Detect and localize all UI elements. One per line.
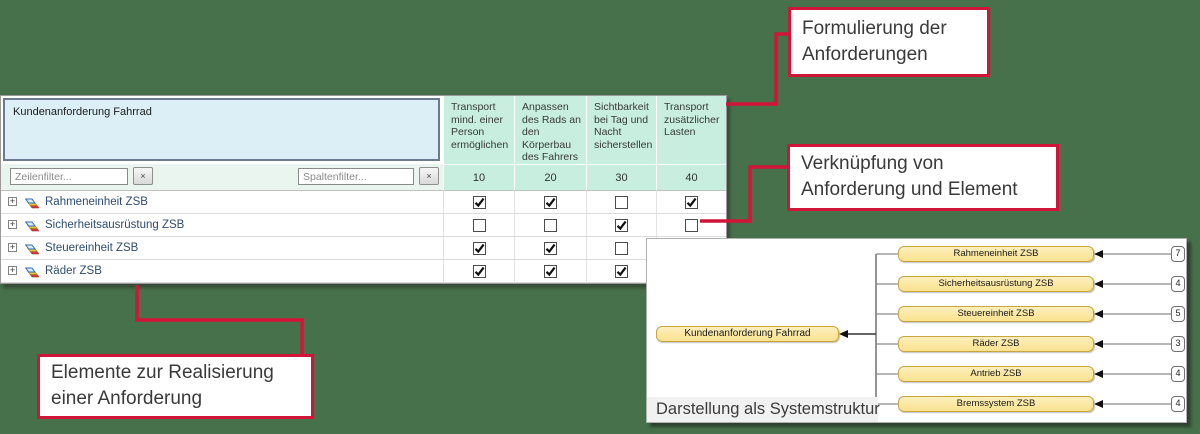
matrix-cell [586, 237, 656, 259]
arrowhead-icon [1094, 310, 1103, 318]
matrix-cell [656, 214, 726, 236]
requirement-checkbox[interactable] [472, 241, 486, 255]
structure-element-node[interactable]: Bremssystem ZSB [898, 396, 1094, 412]
requirement-checkbox[interactable] [685, 218, 698, 232]
arrowhead-icon [1094, 400, 1103, 408]
assembly-icon [24, 196, 40, 209]
arrowhead-icon [1094, 340, 1103, 348]
matrix-cell [586, 214, 656, 236]
assembly-icon [24, 242, 40, 255]
assembly-icon [24, 219, 40, 232]
matrix-cell [443, 260, 514, 282]
requirements-matrix-panel: Kundenanforderung Fahrrad Transport mind… [0, 95, 727, 284]
matrix-cell [656, 191, 726, 213]
element-count-badge: 3 [1171, 336, 1185, 352]
arrowhead-icon [839, 330, 848, 338]
structure-root-node[interactable]: Kundenanforderung Fahrrad [656, 326, 839, 342]
structure-element-node[interactable]: Sicherheitsausrüstung ZSB [898, 276, 1094, 292]
structure-element-node[interactable]: Räder ZSB [898, 336, 1094, 352]
structure-links [839, 250, 1171, 408]
expand-icon[interactable]: + [8, 219, 17, 229]
connector-formulierung [726, 32, 788, 106]
matrix-row-label: Steuereinheit ZSB [45, 242, 139, 254]
column-header: Transport mind. einer Person ermöglichen [443, 96, 514, 164]
matrix-cell [514, 214, 586, 236]
callout-line: Anforderung und Element [801, 179, 1018, 200]
matrix-row-label: Rahmeneinheit ZSB [45, 196, 148, 208]
matrix-row: + Steuereinheit ZSB [1, 237, 726, 260]
callout-verknuepfung: Verknüpfung von Anforderung und Element [787, 144, 1059, 211]
row-filter-clear-button[interactable]: × [133, 167, 153, 185]
requirement-checkbox[interactable] [615, 264, 628, 278]
requirement-checkbox[interactable] [472, 264, 486, 278]
assembly-icon [24, 265, 40, 278]
arrowhead-icon [1094, 370, 1103, 378]
row-filter-input[interactable] [10, 168, 128, 185]
expand-icon[interactable]: + [8, 242, 17, 252]
column-weight: 30 [586, 164, 656, 191]
element-count-badge: 4 [1171, 276, 1185, 292]
requirement-checkbox[interactable] [615, 241, 628, 255]
matrix-cell [443, 237, 514, 259]
arrowhead-icon [1094, 280, 1103, 288]
requirement-checkbox[interactable] [472, 218, 486, 232]
structure-caption: Darstellung als Systemstruktur [647, 397, 880, 422]
column-header: Sichtbarkeit bei Tag und Nacht sicherste… [586, 96, 656, 164]
matrix-row-label: Sicherheitsausrüstung ZSB [45, 219, 185, 231]
matrix-row: + Rahmeneinheit ZSB [1, 191, 726, 214]
column-weight: 40 [656, 164, 726, 191]
requirement-checkbox[interactable] [615, 218, 628, 232]
callout-formulierung: Formulierung der Anforderungen [788, 7, 990, 77]
arrowhead-icon [1094, 250, 1103, 258]
column-filter-input[interactable] [298, 168, 414, 185]
callout-line: einer Anforderung [51, 388, 203, 409]
structure-element-node[interactable]: Rahmeneinheit ZSB [898, 246, 1094, 262]
requirement-checkbox[interactable] [615, 195, 628, 209]
callout-line: Anforderungen [802, 44, 928, 65]
callout-elemente: Elemente zur Realisierung einer Anforder… [37, 354, 314, 419]
callout-line: Verknüpfung von [801, 153, 944, 174]
structure-element-node[interactable]: Antrieb ZSB [898, 366, 1094, 382]
matrix-corner-title: Kundenanforderung Fahrrad [3, 98, 440, 161]
element-count-badge: 4 [1171, 366, 1185, 382]
matrix-cell [514, 260, 586, 282]
element-count-badge: 4 [1171, 396, 1185, 412]
requirement-checkbox[interactable] [685, 195, 698, 209]
matrix-cell [514, 237, 586, 259]
column-weight: 10 [443, 164, 514, 191]
requirement-checkbox[interactable] [472, 195, 486, 209]
requirement-checkbox[interactable] [544, 195, 557, 209]
matrix-row: + Sicherheitsausrüstung ZSB [1, 214, 726, 237]
matrix-row-label: Räder ZSB [45, 265, 102, 277]
requirement-checkbox[interactable] [544, 264, 557, 278]
requirement-checkbox[interactable] [544, 218, 557, 232]
callout-line: Elemente zur Realisierung [51, 362, 274, 383]
expand-icon[interactable]: + [8, 265, 17, 275]
column-header: Anpassen des Rads an den Körperbau des F… [514, 96, 586, 164]
matrix-row: + Räder ZSB [1, 260, 726, 283]
expand-icon[interactable]: + [8, 196, 17, 206]
matrix-cell [586, 260, 656, 282]
column-weight: 20 [514, 164, 586, 191]
connector-elemente [135, 285, 304, 356]
callout-line: Formulierung der [802, 18, 947, 39]
filter-band: × × [1, 164, 443, 191]
matrix-cell [514, 191, 586, 213]
matrix-cell [586, 191, 656, 213]
column-header: Transport zusätzlicher Lasten [656, 96, 726, 164]
requirement-checkbox[interactable] [544, 241, 557, 255]
matrix-cell [443, 191, 514, 213]
element-count-badge: 5 [1171, 306, 1185, 322]
structure-element-node[interactable]: Steuereinheit ZSB [898, 306, 1094, 322]
matrix-cell [443, 214, 514, 236]
column-filter-clear-button[interactable]: × [419, 167, 439, 185]
element-count-badge: 7 [1171, 246, 1185, 262]
